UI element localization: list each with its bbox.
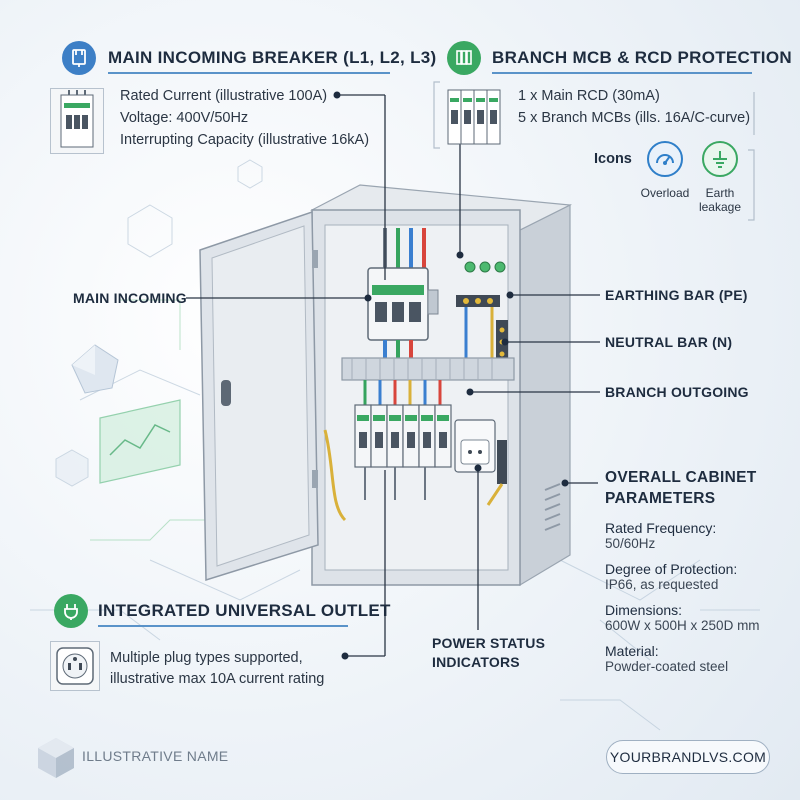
branch-header-icon xyxy=(447,41,481,75)
main-breaker-underline xyxy=(108,72,390,74)
brand-pill[interactable]: YOURBRANDLVS.COM xyxy=(606,740,770,774)
breaker-thumbnail-icon xyxy=(50,88,104,154)
outlet-line1: Multiple plug types supported, xyxy=(110,650,303,666)
footer-name: ILLUSTRATIVE NAME xyxy=(82,748,229,764)
param-protection: Degree of Protection: IP66, as requested xyxy=(605,561,795,592)
cabinet-params-title: OVERALL CABINET PARAMETERS xyxy=(605,467,756,509)
overload-icon xyxy=(647,141,683,177)
mcb-thumbnail-icon xyxy=(446,86,502,150)
param-material-value: Powder-coated steel xyxy=(605,659,729,674)
callout-neutral-bar: NEUTRAL BAR (N) xyxy=(605,334,733,350)
branch-spec-rcd: 1 x Main RCD (30mA) xyxy=(518,88,660,104)
param-frequency-value: 50/60Hz xyxy=(605,536,656,551)
outlet-underline xyxy=(98,625,348,627)
param-protection-value: IP66, as requested xyxy=(605,577,719,592)
callout-power-status: POWER STATUS INDICATORS xyxy=(432,634,545,672)
param-frequency: Rated Frequency: 50/60Hz xyxy=(605,520,795,551)
cabinet-params-list: Rated Frequency: 50/60Hz Degree of Prote… xyxy=(605,520,795,674)
cabinet-params-title-line1: OVERALL CABINET xyxy=(605,469,757,486)
universal-outlet-icon xyxy=(50,641,100,691)
earth-label-line2: leakage xyxy=(698,200,742,214)
breaker-spec-current: Rated Current (illustrative 100A) xyxy=(120,88,328,104)
param-dimensions-label: Dimensions: xyxy=(605,602,683,618)
param-protection-label: Degree of Protection: xyxy=(605,561,738,577)
branch-protection-title: BRANCH MCB & RCD PROTECTION xyxy=(492,48,792,67)
power-status-line2: INDICATORS xyxy=(432,654,520,670)
earth-icon xyxy=(702,141,738,177)
callout-earthing-bar: EARTHING BAR (PE) xyxy=(605,287,748,303)
param-material-label: Material: xyxy=(605,643,659,659)
branch-spec-mcb: 5 x Branch MCBs (ills. 16A/C-curve) xyxy=(518,110,751,126)
param-frequency-label: Rated Frequency: xyxy=(605,520,717,536)
main-breaker-title: MAIN INCOMING BREAKER (L1, L2, L3) xyxy=(108,48,437,67)
earth-label-line1: Earth xyxy=(705,186,735,200)
earth-leakage-label: Earth leakage xyxy=(690,186,750,214)
param-dimensions: Dimensions: 600W x 500H x 250D mm xyxy=(605,602,795,633)
param-dimensions-value: 600W x 500H x 250D mm xyxy=(605,618,760,633)
param-material: Material: Powder-coated steel xyxy=(605,643,795,674)
cabinet-params-title-line2: PARAMETERS xyxy=(605,490,716,507)
breaker-header-icon xyxy=(62,41,96,75)
outlet-header-icon xyxy=(54,594,88,628)
outlet-description: Multiple plug types supported, illustrat… xyxy=(110,648,324,690)
icons-label: Icons xyxy=(594,151,632,167)
callout-branch-outgoing: BRANCH OUTGOING xyxy=(605,384,749,400)
power-status-line1: POWER STATUS xyxy=(432,635,546,651)
callout-main-incoming: MAIN INCOMING xyxy=(73,290,187,306)
branch-protection-underline xyxy=(492,72,752,74)
outlet-line2: illustrative max 10A current rating xyxy=(110,671,325,687)
breaker-spec-voltage: Voltage: 400V/50Hz xyxy=(120,110,249,126)
outlet-title: INTEGRATED UNIVERSAL OUTLET xyxy=(98,601,391,620)
breaker-spec-capacity: Interrupting Capacity (illustrative 16kA… xyxy=(120,132,370,148)
overload-label: Overload xyxy=(640,186,690,200)
